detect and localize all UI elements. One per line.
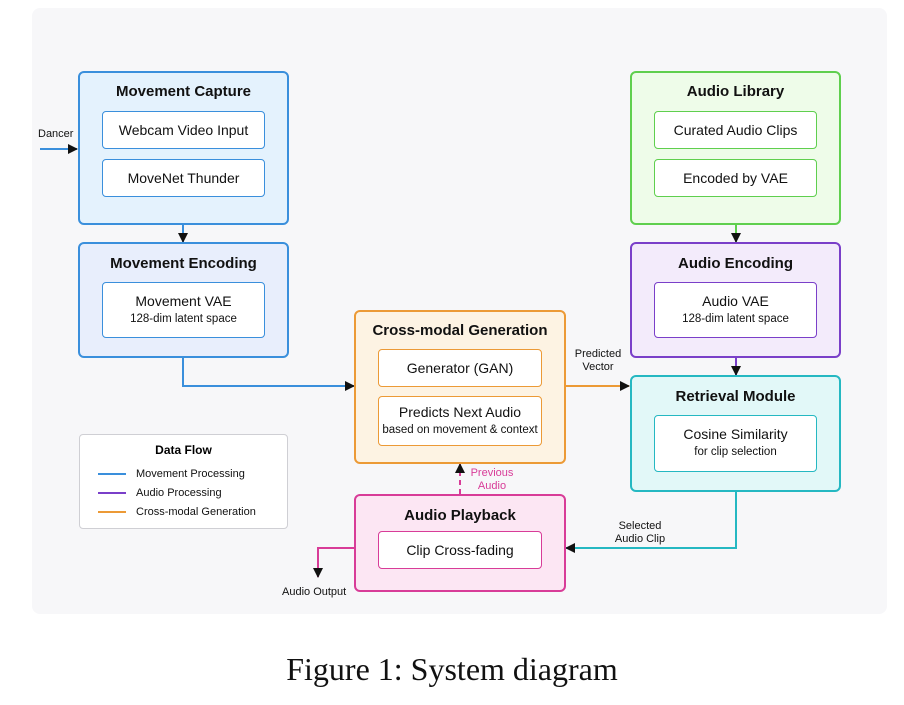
generator-label: Generator (GAN) (406, 360, 514, 376)
predicts-next-audio-label: Predicts Next Audio (398, 404, 522, 420)
movement-vae-sublabel: 128-dim latent space (130, 313, 237, 325)
legend-swatch-cross-modal (98, 511, 126, 514)
audio-output-label: Audio Output (282, 586, 347, 598)
movement-capture-box: Movement Capture Webcam Video Input Move… (78, 71, 289, 225)
selected-label-line1: Selected (618, 520, 662, 532)
cosine-similarity-sublabel: for clip selection (694, 446, 777, 458)
encoded-vae-label: Encoded by VAE (683, 170, 788, 186)
legend-item-cross-modal: Cross-modal Generation (98, 506, 256, 518)
predicted-label-line1: Predicted (574, 348, 622, 360)
previous-audio-label: Previous Audio (466, 467, 518, 493)
movement-vae-label: Movement VAE (135, 293, 232, 309)
selected-audio-clip-label: Selected Audio Clip (608, 520, 672, 546)
audio-vae-node: Audio VAE 128-dim latent space (654, 282, 817, 338)
cosine-similarity-node: Cosine Similarity for clip selection (654, 415, 817, 472)
figure-caption: Figure 1: System diagram (286, 651, 618, 687)
audio-playback-box: Audio Playback Clip Cross-fading (354, 494, 566, 592)
legend-label-movement: Movement Processing (136, 468, 245, 480)
movement-capture-title: Movement Capture (115, 83, 252, 100)
cross-modal-title: Cross-modal Generation (372, 322, 548, 339)
dancer-label: Dancer (38, 128, 74, 140)
webcam-input-node: Webcam Video Input (102, 111, 265, 149)
legend-label-cross-modal: Cross-modal Generation (136, 506, 256, 518)
predicted-vector-label: Predicted Vector (570, 348, 626, 374)
predicted-label-line2: Vector (582, 361, 614, 373)
movement-encoding-title: Movement Encoding (110, 255, 257, 272)
legend-item-audio: Audio Processing (98, 487, 222, 499)
cosine-similarity-label: Cosine Similarity (683, 426, 788, 442)
previous-label-line1: Previous (470, 467, 514, 479)
curated-clips-node: Curated Audio Clips (654, 111, 817, 149)
curated-clips-label: Curated Audio Clips (673, 122, 798, 138)
clip-crossfading-node: Clip Cross-fading (378, 531, 542, 569)
generator-node: Generator (GAN) (378, 349, 542, 387)
legend-item-movement: Movement Processing (98, 468, 245, 480)
audio-library-title: Audio Library (686, 83, 785, 100)
audio-playback-title: Audio Playback (404, 507, 516, 524)
audio-library-box: Audio Library Curated Audio Clips Encode… (630, 71, 841, 225)
previous-label-line2: Audio (477, 480, 507, 492)
legend-swatch-movement (98, 473, 126, 476)
encoded-vae-node: Encoded by VAE (654, 159, 817, 197)
arrow-retrieval-to-playback (565, 491, 737, 553)
movement-encoding-box: Movement Encoding Movement VAE 128-dim l… (78, 242, 289, 358)
predicts-next-audio-sublabel: based on movement & context (382, 424, 538, 436)
predicts-next-audio-node: Predicts Next Audio based on movement & … (378, 396, 542, 446)
retrieval-module-box: Retrieval Module Cosine Similarity for c… (630, 375, 841, 492)
arrow-encoding-to-crossmodal (182, 357, 355, 391)
audio-encoding-title: Audio Encoding (678, 255, 793, 272)
legend-swatch-audio (98, 492, 126, 495)
retrieval-module-title: Retrieval Module (675, 388, 796, 405)
movenet-label: MoveNet Thunder (127, 170, 240, 186)
movement-vae-node: Movement VAE 128-dim latent space (102, 282, 265, 338)
selected-label-line2: Audio Clip (614, 533, 666, 545)
audio-encoding-box: Audio Encoding Audio VAE 128-dim latent … (630, 242, 841, 358)
data-flow-legend: Data Flow Movement Processing Audio Proc… (79, 434, 288, 529)
clip-crossfading-label: Clip Cross-fading (406, 542, 514, 558)
audio-vae-label: Audio VAE (702, 293, 769, 309)
webcam-input-label: Webcam Video Input (118, 122, 249, 138)
movenet-node: MoveNet Thunder (102, 159, 265, 197)
legend-title: Data Flow (155, 443, 212, 457)
cross-modal-box: Cross-modal Generation Generator (GAN) P… (354, 310, 566, 464)
arrow-playback-to-output (313, 547, 354, 578)
legend-label-audio: Audio Processing (136, 487, 222, 499)
audio-vae-sublabel: 128-dim latent space (682, 313, 789, 325)
